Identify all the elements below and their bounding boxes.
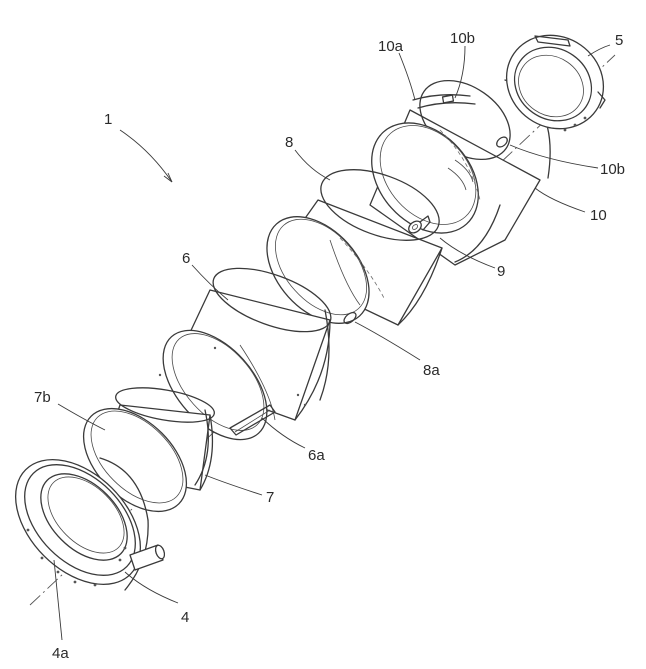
label-10a: 10a [378,38,404,55]
label-7b: 7b [34,389,51,406]
label-9: 9 [497,263,505,280]
label-6: 6 [182,250,190,267]
leader-lines [53,44,611,641]
label-4a: 4a [52,645,69,662]
part-9-pin [408,215,431,234]
label-8: 8 [285,134,293,151]
label-6a: 6a [308,447,325,464]
part-5-ring [505,34,606,132]
label-10b-top: 10b [450,30,475,47]
label-10b-side: 10b [600,161,625,178]
part-8-barrel [266,169,443,326]
label-4: 4 [181,609,189,626]
assembly-arrow [119,129,173,183]
part-4-mount [14,457,166,591]
label-5: 5 [615,32,623,49]
part-6-barrel [158,267,332,441]
label-7: 7 [266,489,274,506]
label-8a: 8a [423,362,440,379]
reference-labels: 1 10a 10b 5 10b 10 8 9 8a 6 6a 7b 7 4 4a [34,30,625,662]
label-10: 10 [590,207,607,224]
label-assembly-1: 1 [104,111,112,128]
